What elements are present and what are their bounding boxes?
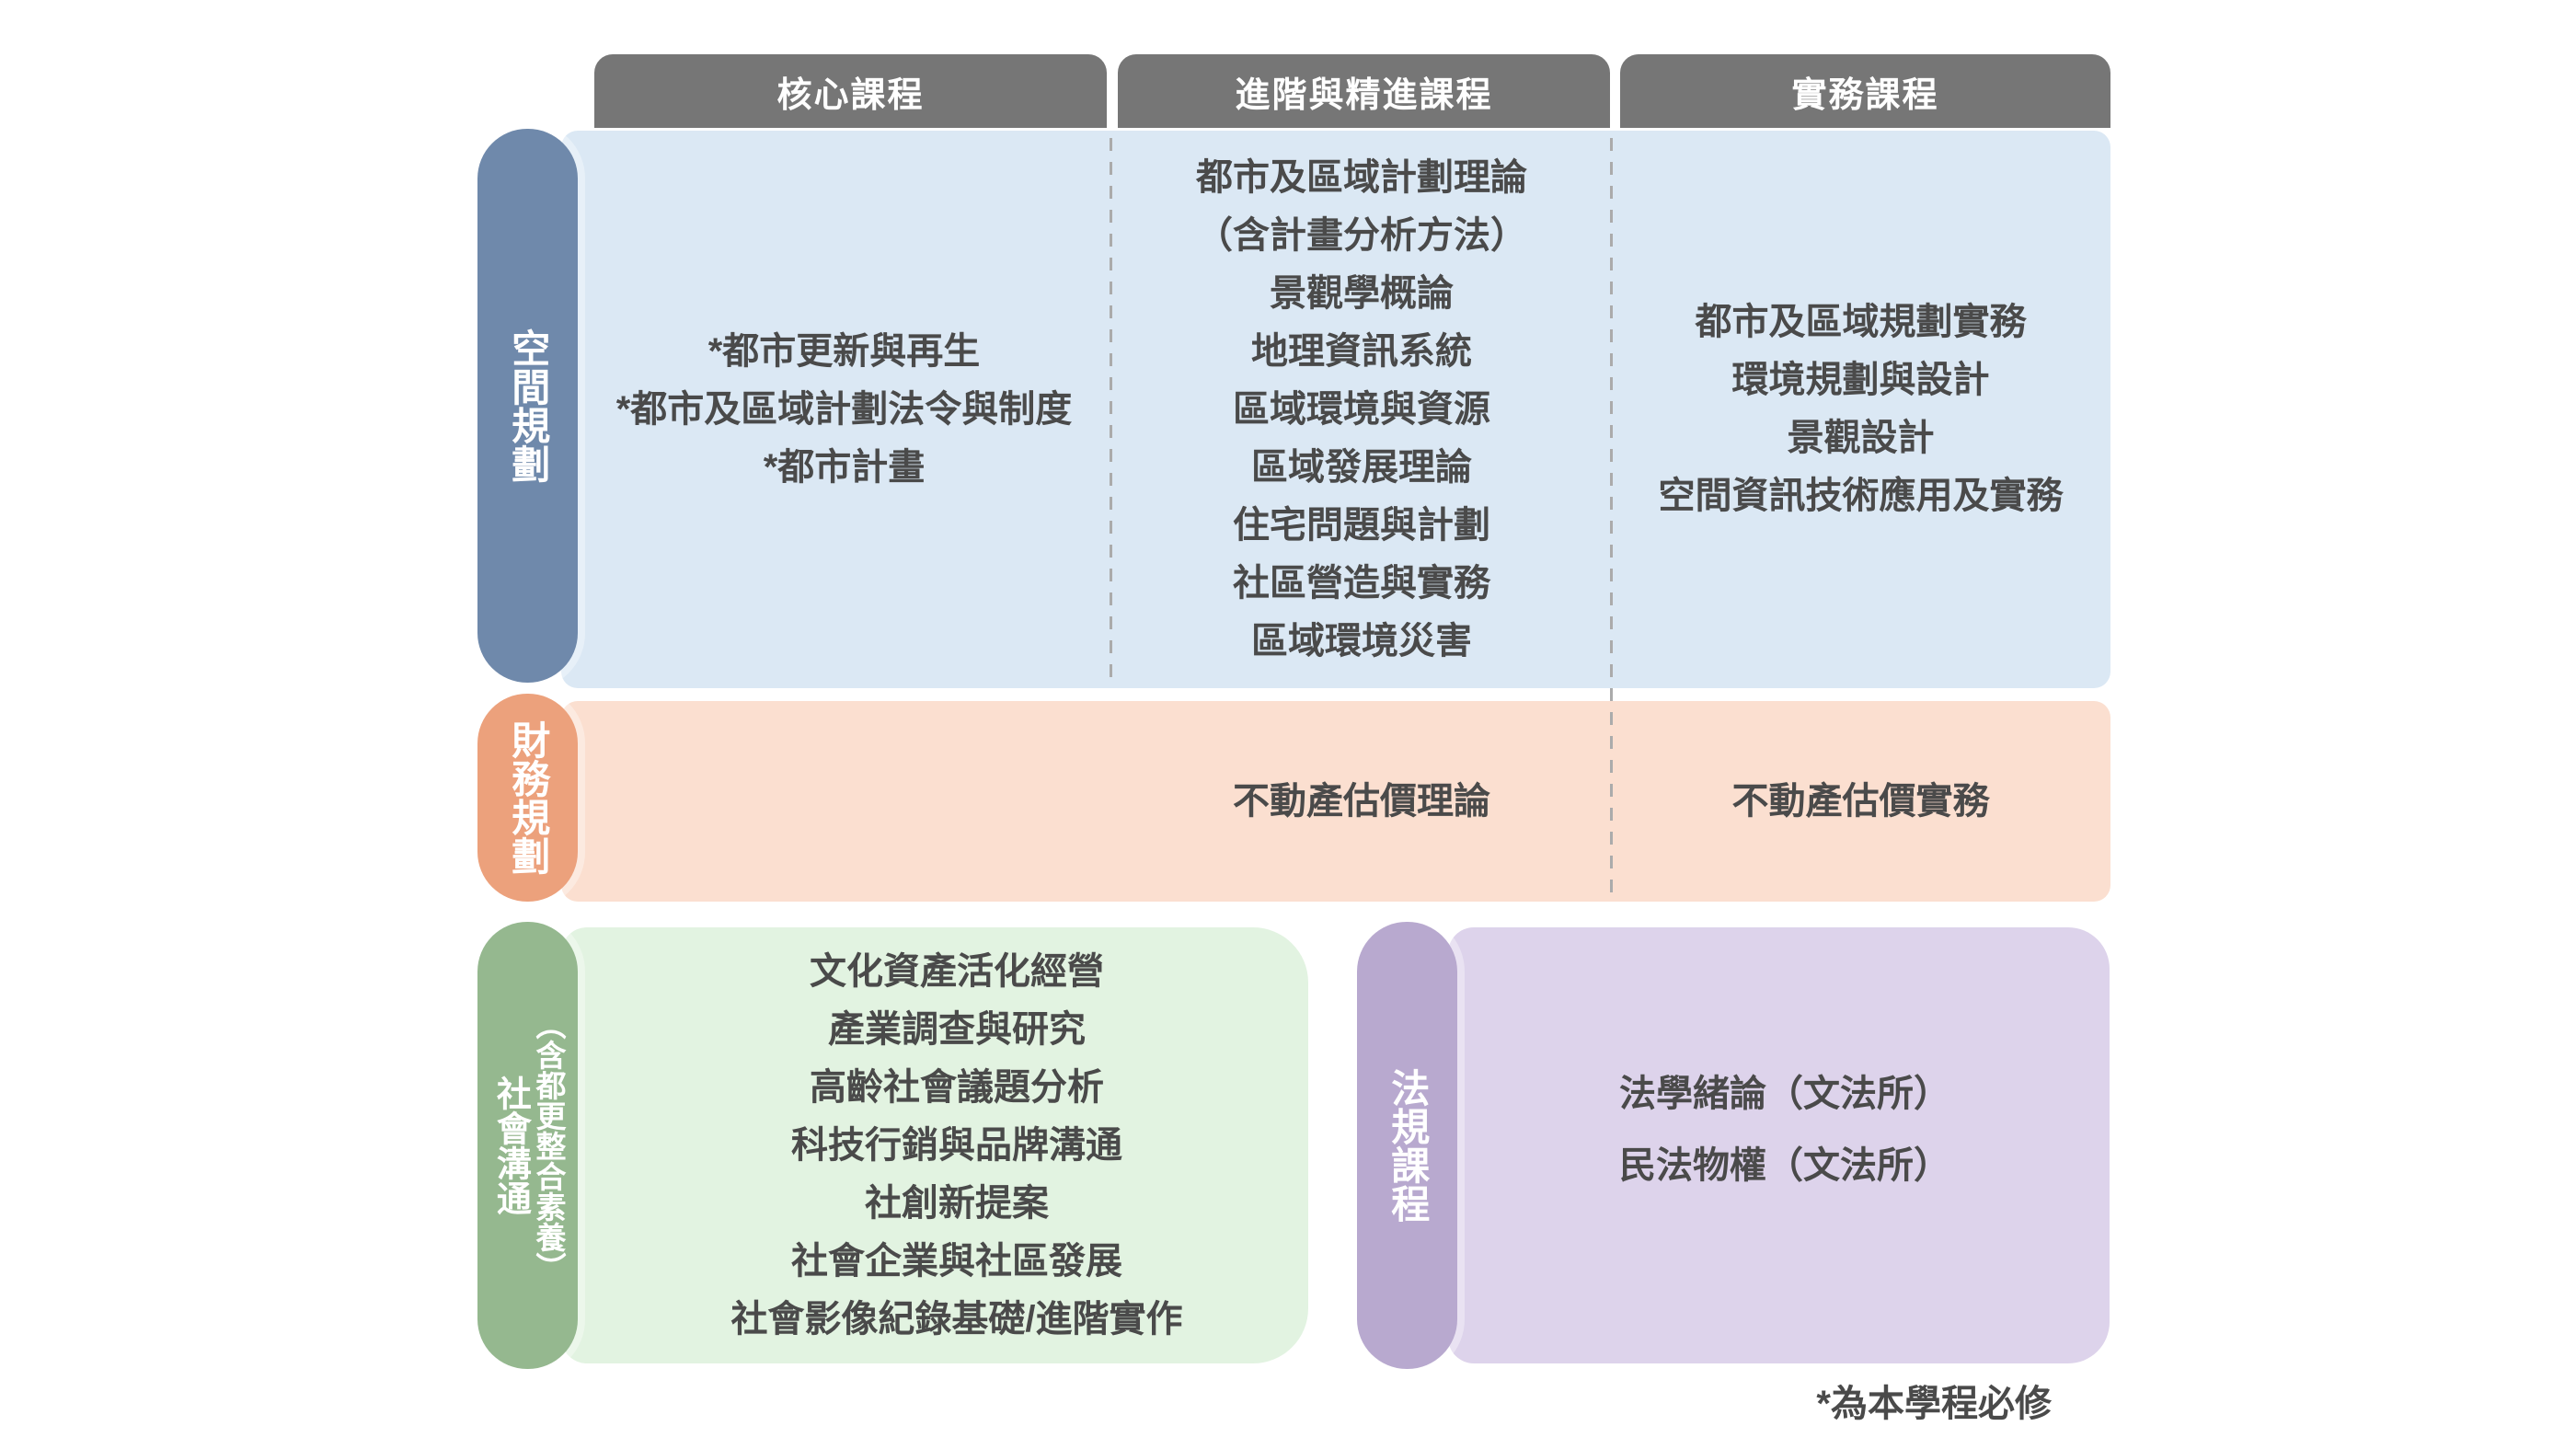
course-item: 文化資產活化經營 <box>810 950 1104 992</box>
legal-courses-section-label: 法規課程 <box>1386 1068 1430 1223</box>
course-item: 高齡社會議題分析 <box>810 1066 1104 1108</box>
course-item: 科技行銷與品牌溝通 <box>791 1124 1122 1166</box>
spatial-planning-row-label: 空間規劃 <box>506 328 550 483</box>
course-item: *都市計畫 <box>763 446 926 488</box>
course-item: 景觀設計 <box>1787 418 1935 458</box>
course-item: 景觀學概論 <box>1270 272 1454 314</box>
spatial-planning-row-background <box>561 131 2110 688</box>
column-header-practical-label: 實務課程 <box>1791 75 1939 115</box>
course-item: 社會影像紀錄基礎/進階實作 <box>730 1298 1183 1340</box>
course-item: *都市及區域計劃法令與制度 <box>615 388 1073 430</box>
financial-planning-row-label: 財務規劃 <box>506 720 550 875</box>
course-item: （含計畫分析方法） <box>1196 214 1527 256</box>
financial-practical-courses-cell: 不動產估價實務 <box>1615 701 2107 902</box>
financial-advanced-courses-cell: 不動產估價理論 <box>1113 701 1610 902</box>
course-item: 區域環境災害 <box>1251 620 1472 661</box>
column-header-practical: 實務課程 <box>1620 54 2110 128</box>
course-item: 地理資訊系統 <box>1251 330 1472 372</box>
course-item: 環境規劃與設計 <box>1731 360 1990 400</box>
course-item: 住宅問題與計劃 <box>1233 504 1490 546</box>
required-courses-footnote: *為本學程必修 <box>1816 1384 2052 1424</box>
course-item: 產業調查與研究 <box>828 1008 1086 1050</box>
course-item: 民法物權（文法所） <box>1619 1145 1950 1186</box>
social-communication-label-sub: （含都更整合素養） <box>531 1008 566 1282</box>
course-item: 空間資訊技術應用及實務 <box>1658 476 2064 516</box>
course-item: 法學緒論（文法所） <box>1619 1074 1950 1114</box>
social-communication-courses-cell: 文化資產活化經營 產業調查與研究 高齡社會議題分析 科技行銷與品牌溝通 社創新提… <box>607 933 1306 1358</box>
social-communication-label-main: 社會溝通 <box>490 1075 530 1215</box>
column-header-advanced: 進階與精進課程 <box>1118 54 1610 128</box>
course-item: 不動產估價理論 <box>1233 780 1490 822</box>
course-item: 社會企業與社區發展 <box>791 1240 1122 1282</box>
column-header-advanced-label: 進階與精進課程 <box>1235 75 1493 115</box>
column-divider-dashed-1 <box>1110 138 1112 683</box>
course-item: 都市及區域規劃實務 <box>1695 302 2027 342</box>
financial-planning-row-label-pill: 財務規劃 <box>477 694 578 902</box>
spatial-planning-row-label-pill: 空間規劃 <box>477 129 578 683</box>
course-item: 社創新提案 <box>865 1182 1049 1224</box>
course-item: 區域發展理論 <box>1251 446 1472 488</box>
course-item: 不動產估價實務 <box>1731 780 1990 822</box>
course-item: *都市更新與再生 <box>707 330 981 372</box>
column-divider-dashed-2 <box>1610 138 1613 894</box>
course-item: 區域環境與資源 <box>1233 388 1490 430</box>
course-item: 社區營造與實務 <box>1233 562 1490 604</box>
financial-planning-row-background <box>561 701 2110 902</box>
legal-courses-section-label-pill: 法規課程 <box>1357 922 1457 1369</box>
spatial-core-courses-cell: *都市更新與再生 *都市及區域計劃法令與制度 *都市計畫 <box>580 131 1109 688</box>
spatial-practical-courses-cell: 都市及區域規劃實務 環境規劃與設計 景觀設計 空間資訊技術應用及實務 <box>1615 131 2107 688</box>
legal-courses-section-background <box>1448 927 2110 1363</box>
spatial-advanced-courses-cell: 都市及區域計劃理論 （含計畫分析方法） 景觀學概論 地理資訊系統 區域環境與資源… <box>1113 138 1610 681</box>
column-header-core: 核心課程 <box>594 54 1107 128</box>
course-item: 都市及區域計劃理論 <box>1196 156 1527 198</box>
column-header-core-label: 核心課程 <box>776 75 925 115</box>
social-communication-section-label-pill: 社會溝通 （含都更整合素養） <box>477 922 578 1369</box>
social-communication-section-background <box>561 927 1308 1363</box>
legal-courses-cell: 法學緒論（文法所） 民法物權（文法所） <box>1509 927 2061 1332</box>
